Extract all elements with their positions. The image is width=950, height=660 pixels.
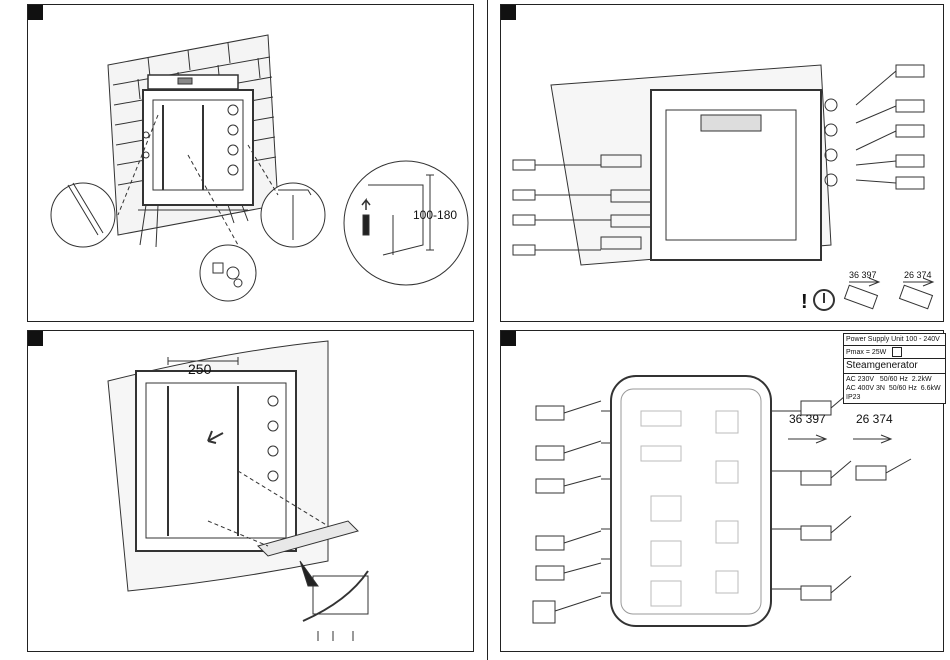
- voltage-line2-mid: 50/60 Hz: [889, 385, 917, 392]
- pmax-line: Pmax = 25W: [844, 346, 945, 359]
- warning-mark: !: [801, 291, 808, 313]
- double-insulated-icon: [892, 347, 902, 357]
- frame-illustration: 100-180: [28, 5, 473, 321]
- voltage-line1-mid: 50/60 Hz: [880, 376, 908, 383]
- pmax-label: Pmax = 25W: [846, 349, 886, 356]
- cover-illustration: 250: [28, 331, 473, 651]
- panel-mounting-frame: 100-180: [27, 4, 474, 322]
- connections-illustration: ! 36 397 26 374: [501, 5, 943, 321]
- voltage-block: AC 230V 50/60 Hz 2.2kW AC 400V 3N 50/60 …: [844, 374, 945, 403]
- voltage-line2-right: 6.6kW: [921, 385, 941, 392]
- panel-cable-connections: ! 36 397 26 374: [500, 4, 944, 322]
- dimension-label: 100-180: [413, 208, 457, 222]
- psu-line: Power Supply Unit 100 - 240V: [844, 334, 945, 346]
- dimension-label: 250: [188, 361, 212, 377]
- part-number-right: 26 374: [904, 270, 932, 280]
- part-number-left: 36 397: [789, 412, 826, 426]
- part-number-right: 26 374: [856, 412, 893, 426]
- part-number-left: 36 397: [849, 270, 877, 280]
- spec-plate: Power Supply Unit 100 - 240V Pmax = 25W …: [843, 333, 946, 404]
- voltage-line1-right: 2.2kW: [912, 376, 932, 383]
- voltage-line1-left: AC 230V: [846, 376, 874, 383]
- center-divider: [487, 0, 488, 660]
- spec-title: Steamgenerator: [844, 359, 945, 374]
- ip-rating: IP23: [846, 393, 943, 402]
- voltage-line2-left: AC 400V 3N: [846, 385, 885, 392]
- panel-cover-installation: 250: [27, 330, 474, 652]
